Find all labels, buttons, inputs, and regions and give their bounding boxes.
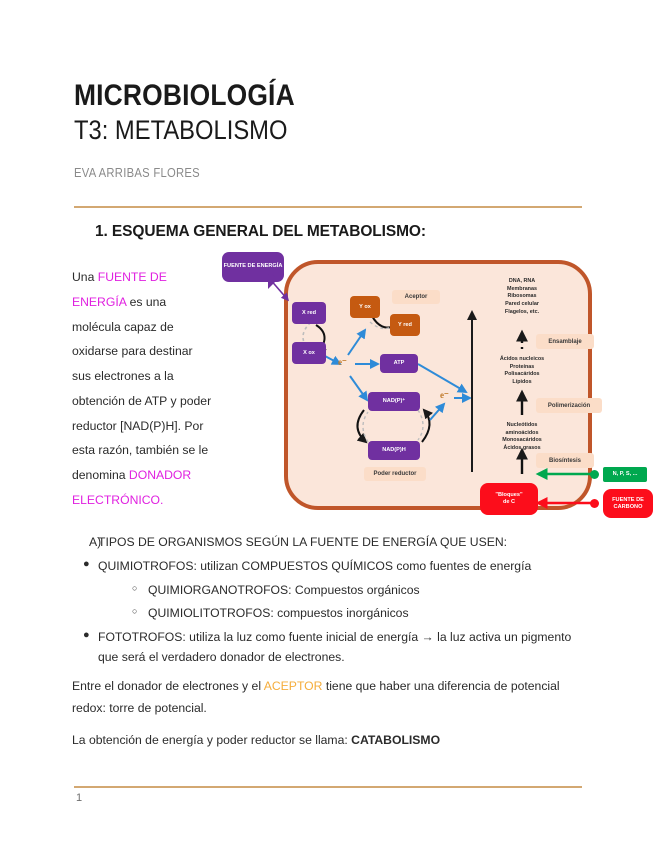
- footer-divider: [74, 786, 582, 788]
- page-number: 1: [76, 792, 83, 804]
- intro-highlight-fuente: FUENTE DE ENERGÍA: [72, 270, 167, 309]
- catab-bold-catabolismo: CATABOLISMO: [351, 733, 441, 747]
- page-subtitle: T3: METABOLISMO: [74, 115, 288, 145]
- bullet-icon: ●: [83, 629, 90, 642]
- intro-paragraph: Una FUENTE DE ENERGÍA es una molécula ca…: [72, 265, 212, 513]
- label-aceptor: Aceptor: [392, 290, 440, 304]
- label-ensamblaje: Ensamblaje: [536, 334, 594, 349]
- author-name: EVA ARRIBAS FLORES: [74, 166, 200, 180]
- redox-text-2: tiene que haber una diferencia de potenc…: [72, 679, 560, 715]
- label-biosintesis: Biosíntesis: [536, 453, 594, 468]
- box-fuente-carbono: FUENTE DE CARBONO: [603, 489, 653, 518]
- list-monomers: Nucleótidos aminoácidos Monosacáridos Ác…: [502, 422, 542, 452]
- box-x-ox: X ox: [292, 342, 326, 364]
- list-item-text: QUIMIOTROFOS: utilizan COMPUESTOS QUÍMIC…: [98, 558, 532, 573]
- bullet-hollow-icon: ○: [132, 582, 138, 593]
- list-item: ● FOTOTROFOS: utiliza la luz como fuente…: [72, 628, 592, 668]
- intro-text-1: Una: [72, 270, 98, 284]
- label-poder-reductor: Poder reductor: [364, 467, 426, 481]
- electron-label-left: e⁻: [338, 357, 347, 367]
- list-item: ● QUIMIOTROFOS: utilizan COMPUESTOS QUÍM…: [72, 557, 592, 577]
- box-nutrients: N, P, S, ...: [603, 467, 647, 482]
- list-item-text: FOTOTROFOS: utiliza la luz como fuente i…: [98, 630, 572, 664]
- header-divider: [74, 206, 582, 208]
- label-polimerizacion: Polimerización: [536, 398, 602, 413]
- list-item-a-text: TIPOS DE ORGANISMOS SEGÚN LA FUENTE DE E…: [98, 535, 508, 549]
- node-green: [590, 470, 599, 479]
- list-marker-a: A): [89, 535, 102, 549]
- box-bloques-de-c: "Bloques" de C: [480, 483, 538, 515]
- paragraph-redox: Entre el donador de electrones y el ACEP…: [72, 676, 592, 719]
- organism-types-list: A) TIPOS DE ORGANISMOS SEGÚN LA FUENTE D…: [72, 533, 592, 672]
- bullet-icon: ●: [83, 557, 90, 570]
- paragraph-catabolismo: La obtención de energía y poder reductor…: [72, 730, 592, 752]
- catab-text-1: La obtención de energía y poder reductor…: [72, 733, 352, 747]
- electron-label-right: e⁻: [440, 390, 449, 400]
- box-x-red: X red: [292, 302, 326, 324]
- section-heading: 1. ESQUEMA GENERAL DEL METABOLISMO:: [95, 223, 426, 240]
- page-title: MICROBIOLOGÍA: [74, 79, 295, 112]
- redox-highlight-aceptor: ACEPTOR: [263, 679, 323, 693]
- intro-highlight-donador: DONADOR ELECTRÓNICO.: [72, 468, 192, 507]
- node-red: [590, 499, 599, 508]
- callout-node: [266, 274, 275, 283]
- box-y-ox: Y ox: [350, 296, 380, 318]
- list-item-a: A) TIPOS DE ORGANISMOS SEGÚN LA FUENTE D…: [72, 533, 592, 553]
- box-nadph: NAD(P)H: [368, 441, 420, 460]
- list-item-text: QUIMIOLITOTROFOS: compuestos inorgánicos: [148, 606, 409, 621]
- box-y-red: Y red: [390, 314, 420, 336]
- list-macromolecules: DNA, RNA Membranas Ribosomas Pared celul…: [504, 278, 540, 315]
- box-atp: ATP: [380, 354, 418, 373]
- list-item: ○ QUIMIOLITOTROFOS: compuestos inorgánic…: [72, 604, 592, 624]
- redox-text-1: Entre el donador de electrones y el: [72, 679, 264, 693]
- box-nadp-plus: NAD(P)⁺: [368, 392, 420, 411]
- bullet-hollow-icon: ○: [132, 606, 138, 617]
- list-polymers: Ácidos nucleicos Proteínas Polisacáridos…: [499, 356, 545, 386]
- list-item: ○ QUIMIORGANOTROFOS: Compuestos orgánico…: [72, 581, 592, 601]
- intro-text-2: es una molécula capaz de oxidarse para d…: [72, 294, 212, 483]
- list-item-text: QUIMIORGANOTROFOS: Compuestos orgánicos: [148, 582, 420, 597]
- metabolism-diagram: FUENTE DE ENERGÍA X red X ox Y ox Y red …: [222, 252, 653, 520]
